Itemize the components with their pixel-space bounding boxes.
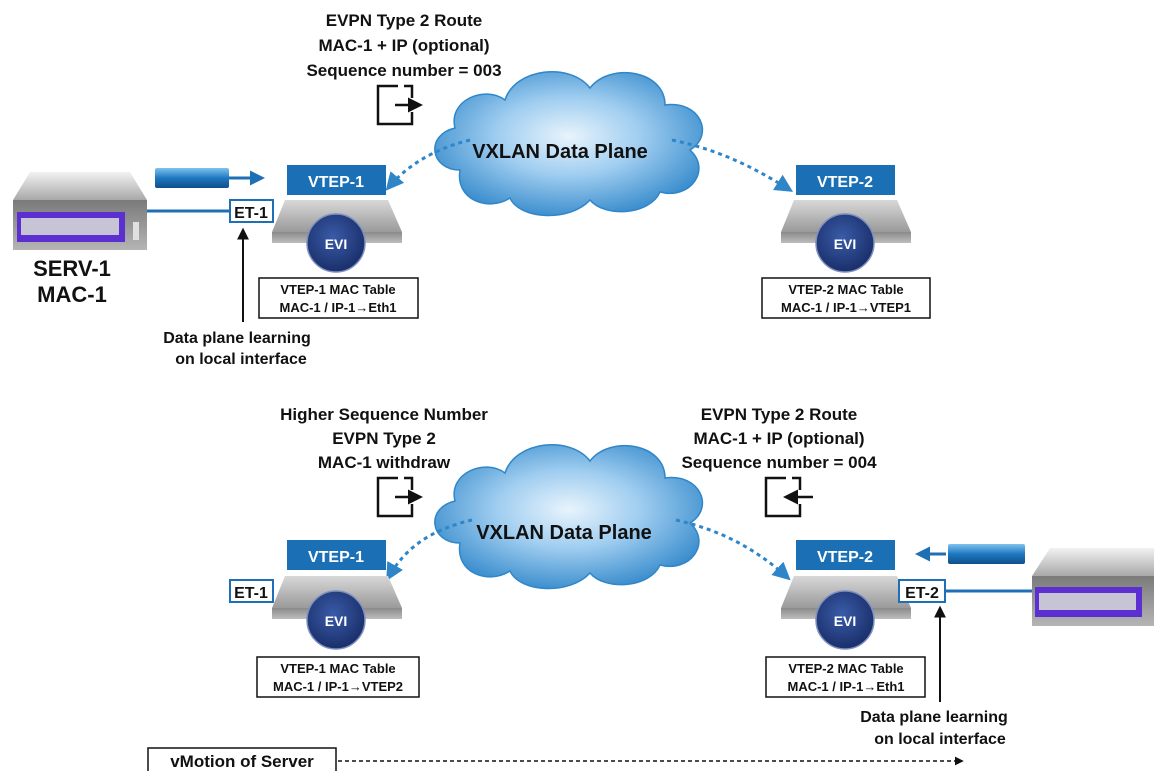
- top-server-mac: MAC-1: [37, 282, 107, 307]
- bottom-evi1-label: EVI: [325, 613, 348, 629]
- top-scenario: EVPN Type 2 Route MAC-1 + IP (optional) …: [13, 11, 931, 368]
- bottom-withdraw-title: Higher Sequence Number: [280, 405, 488, 424]
- top-vtep1-table-title: VTEP-1 MAC Table: [280, 282, 395, 297]
- export-route-icon: [376, 84, 423, 126]
- import-route-icon: [764, 476, 813, 518]
- server-icon: [13, 172, 147, 250]
- top-evi1-label: EVI: [325, 236, 348, 252]
- bottom-evi1-circle: [306, 590, 366, 650]
- top-route-mac: MAC-1 + IP (optional): [318, 36, 489, 55]
- top-et1-label: ET-1: [234, 205, 268, 222]
- top-cloud-label: VXLAN Data Plane: [472, 141, 648, 163]
- top-tunnel-vtep1: [385, 138, 471, 191]
- bottom-withdraw-mac: MAC-1 withdraw: [318, 453, 451, 472]
- bottom-route-seq: Sequence number = 004: [681, 453, 877, 472]
- vmotion-label: vMotion of Server: [170, 752, 314, 771]
- cloud-icon: [434, 443, 704, 590]
- top-vtep1-label: VTEP-1: [308, 174, 364, 191]
- export-route-icon: [376, 476, 423, 518]
- bottom-evi2-label: EVI: [834, 613, 857, 629]
- top-vtep2-mac-table: [761, 277, 931, 319]
- top-evi2-circle: [815, 213, 875, 273]
- top-vtep1-mac-table: [258, 277, 419, 319]
- bottom-vtep1-label-box: [287, 540, 386, 570]
- bottom-tunnel-vtep2: [675, 518, 791, 581]
- bottom-learning-line1: Data plane learning: [860, 709, 1008, 726]
- top-vtep1-label-box: [287, 165, 386, 195]
- cloud-icon: [434, 70, 704, 217]
- server-icon: [1032, 548, 1154, 626]
- bottom-vtep1-table-entry: MAC-1 / IP-1→VTEP2: [273, 679, 403, 694]
- bottom-et1-label: ET-1: [234, 585, 268, 602]
- top-et1-box: [229, 199, 274, 223]
- top-tunnel-vtep2: [671, 138, 794, 192]
- top-route-title: EVPN Type 2 Route: [326, 11, 483, 30]
- bottom-vtep1-label: VTEP-1: [308, 549, 364, 566]
- bottom-vtep2-table-entry: MAC-1 / IP-1→Eth1: [787, 679, 904, 694]
- top-learning-line1: Data plane learning: [163, 330, 311, 347]
- bottom-vtep2-label-box: [796, 540, 895, 570]
- bottom-vtep2-table-title: VTEP-2 MAC Table: [788, 661, 903, 676]
- bottom-traffic-pipe: [948, 544, 1025, 564]
- bottom-route-mac: MAC-1 + IP (optional): [693, 429, 864, 448]
- top-server-name: SERV-1: [33, 256, 111, 281]
- top-vtep2-table-title: VTEP-2 MAC Table: [788, 282, 903, 297]
- top-route-seq: Sequence number = 003: [306, 61, 501, 80]
- top-vtep2-label: VTEP-2: [817, 174, 873, 191]
- top-learning-line2: on local interface: [175, 351, 307, 368]
- top-vtep2-label-box: [796, 165, 895, 195]
- bottom-vtep1-table-title: VTEP-1 MAC Table: [280, 661, 395, 676]
- vmotion-box: [147, 747, 337, 771]
- bottom-vtep1-mac-table: [256, 656, 420, 698]
- bottom-withdraw-type: EVPN Type 2: [332, 429, 436, 448]
- bottom-et2-label: ET-2: [905, 585, 939, 602]
- bottom-et1-box: [229, 579, 274, 603]
- top-evi2-label: EVI: [834, 236, 857, 252]
- top-evi1-circle: [306, 213, 366, 273]
- bottom-learning-line2: on local interface: [874, 731, 1006, 748]
- top-traffic-pipe: [155, 168, 229, 188]
- bottom-route-title: EVPN Type 2 Route: [701, 405, 858, 424]
- bottom-vtep2-label: VTEP-2: [817, 549, 873, 566]
- bottom-evi2-circle: [815, 590, 875, 650]
- bottom-scenario: Higher Sequence Number EVPN Type 2 MAC-1…: [147, 405, 1154, 771]
- bottom-cloud-label: VXLAN Data Plane: [476, 522, 652, 544]
- top-vtep1-table-entry: MAC-1 / IP-1→Eth1: [279, 300, 396, 315]
- top-vtep2-table-entry: MAC-1 / IP-1→VTEP1: [781, 300, 911, 315]
- bottom-vtep2-mac-table: [765, 656, 926, 698]
